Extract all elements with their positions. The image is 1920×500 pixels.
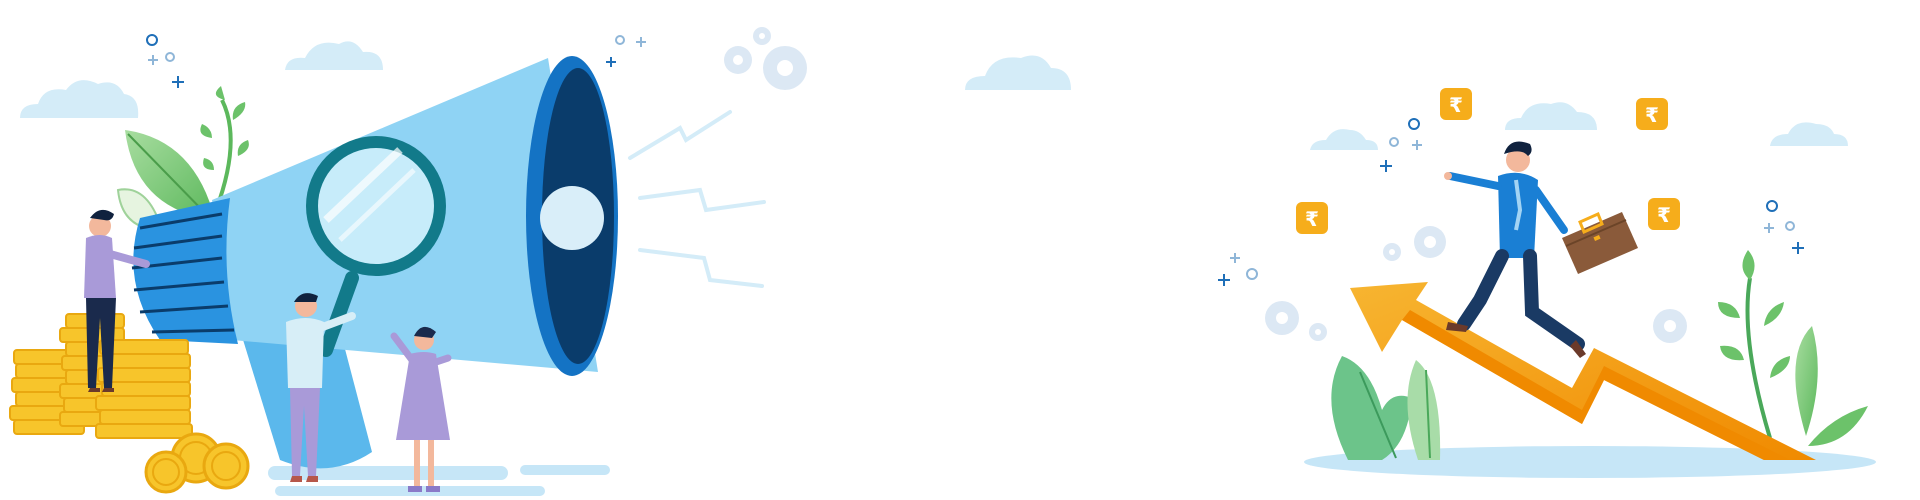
rupee-badge-icon: ₹ — [1636, 98, 1668, 130]
briefcase-icon — [1562, 211, 1638, 274]
svg-text:₹: ₹ — [1449, 93, 1463, 117]
sparkle-icon — [1218, 118, 1804, 286]
sound-wave-lines — [628, 110, 766, 288]
cloud-icon — [20, 80, 139, 118]
sparkle-icon — [146, 34, 646, 88]
gear-icon — [1265, 226, 1687, 343]
cloud-icon — [1505, 102, 1597, 130]
gear-icon — [724, 27, 807, 90]
svg-text:₹: ₹ — [1305, 207, 1319, 231]
magnifier-icon — [306, 136, 446, 357]
ground-platform — [1304, 446, 1876, 478]
svg-text:₹: ₹ — [1645, 103, 1659, 127]
rupee-badge-icon: ₹ — [1648, 198, 1680, 230]
rupee-badge-icon: ₹ — [1440, 88, 1472, 120]
person-standing-on-coins — [84, 209, 150, 392]
rupee-badge-icon: ₹ — [1296, 202, 1328, 234]
person-waving — [390, 326, 452, 492]
businessman-running — [1444, 141, 1586, 358]
coin-stack-icon — [9, 313, 250, 494]
growth-arrow-icon — [1350, 282, 1816, 460]
leaf-icon — [1718, 250, 1868, 446]
person-with-magnifier — [286, 293, 356, 482]
cloud-icon — [285, 41, 383, 70]
cloud-icon — [965, 55, 1071, 90]
cloud-icon — [1310, 129, 1378, 150]
svg-text:₹: ₹ — [1657, 203, 1671, 227]
leaf-icon — [1331, 356, 1441, 460]
cloud-icon — [1770, 122, 1848, 146]
